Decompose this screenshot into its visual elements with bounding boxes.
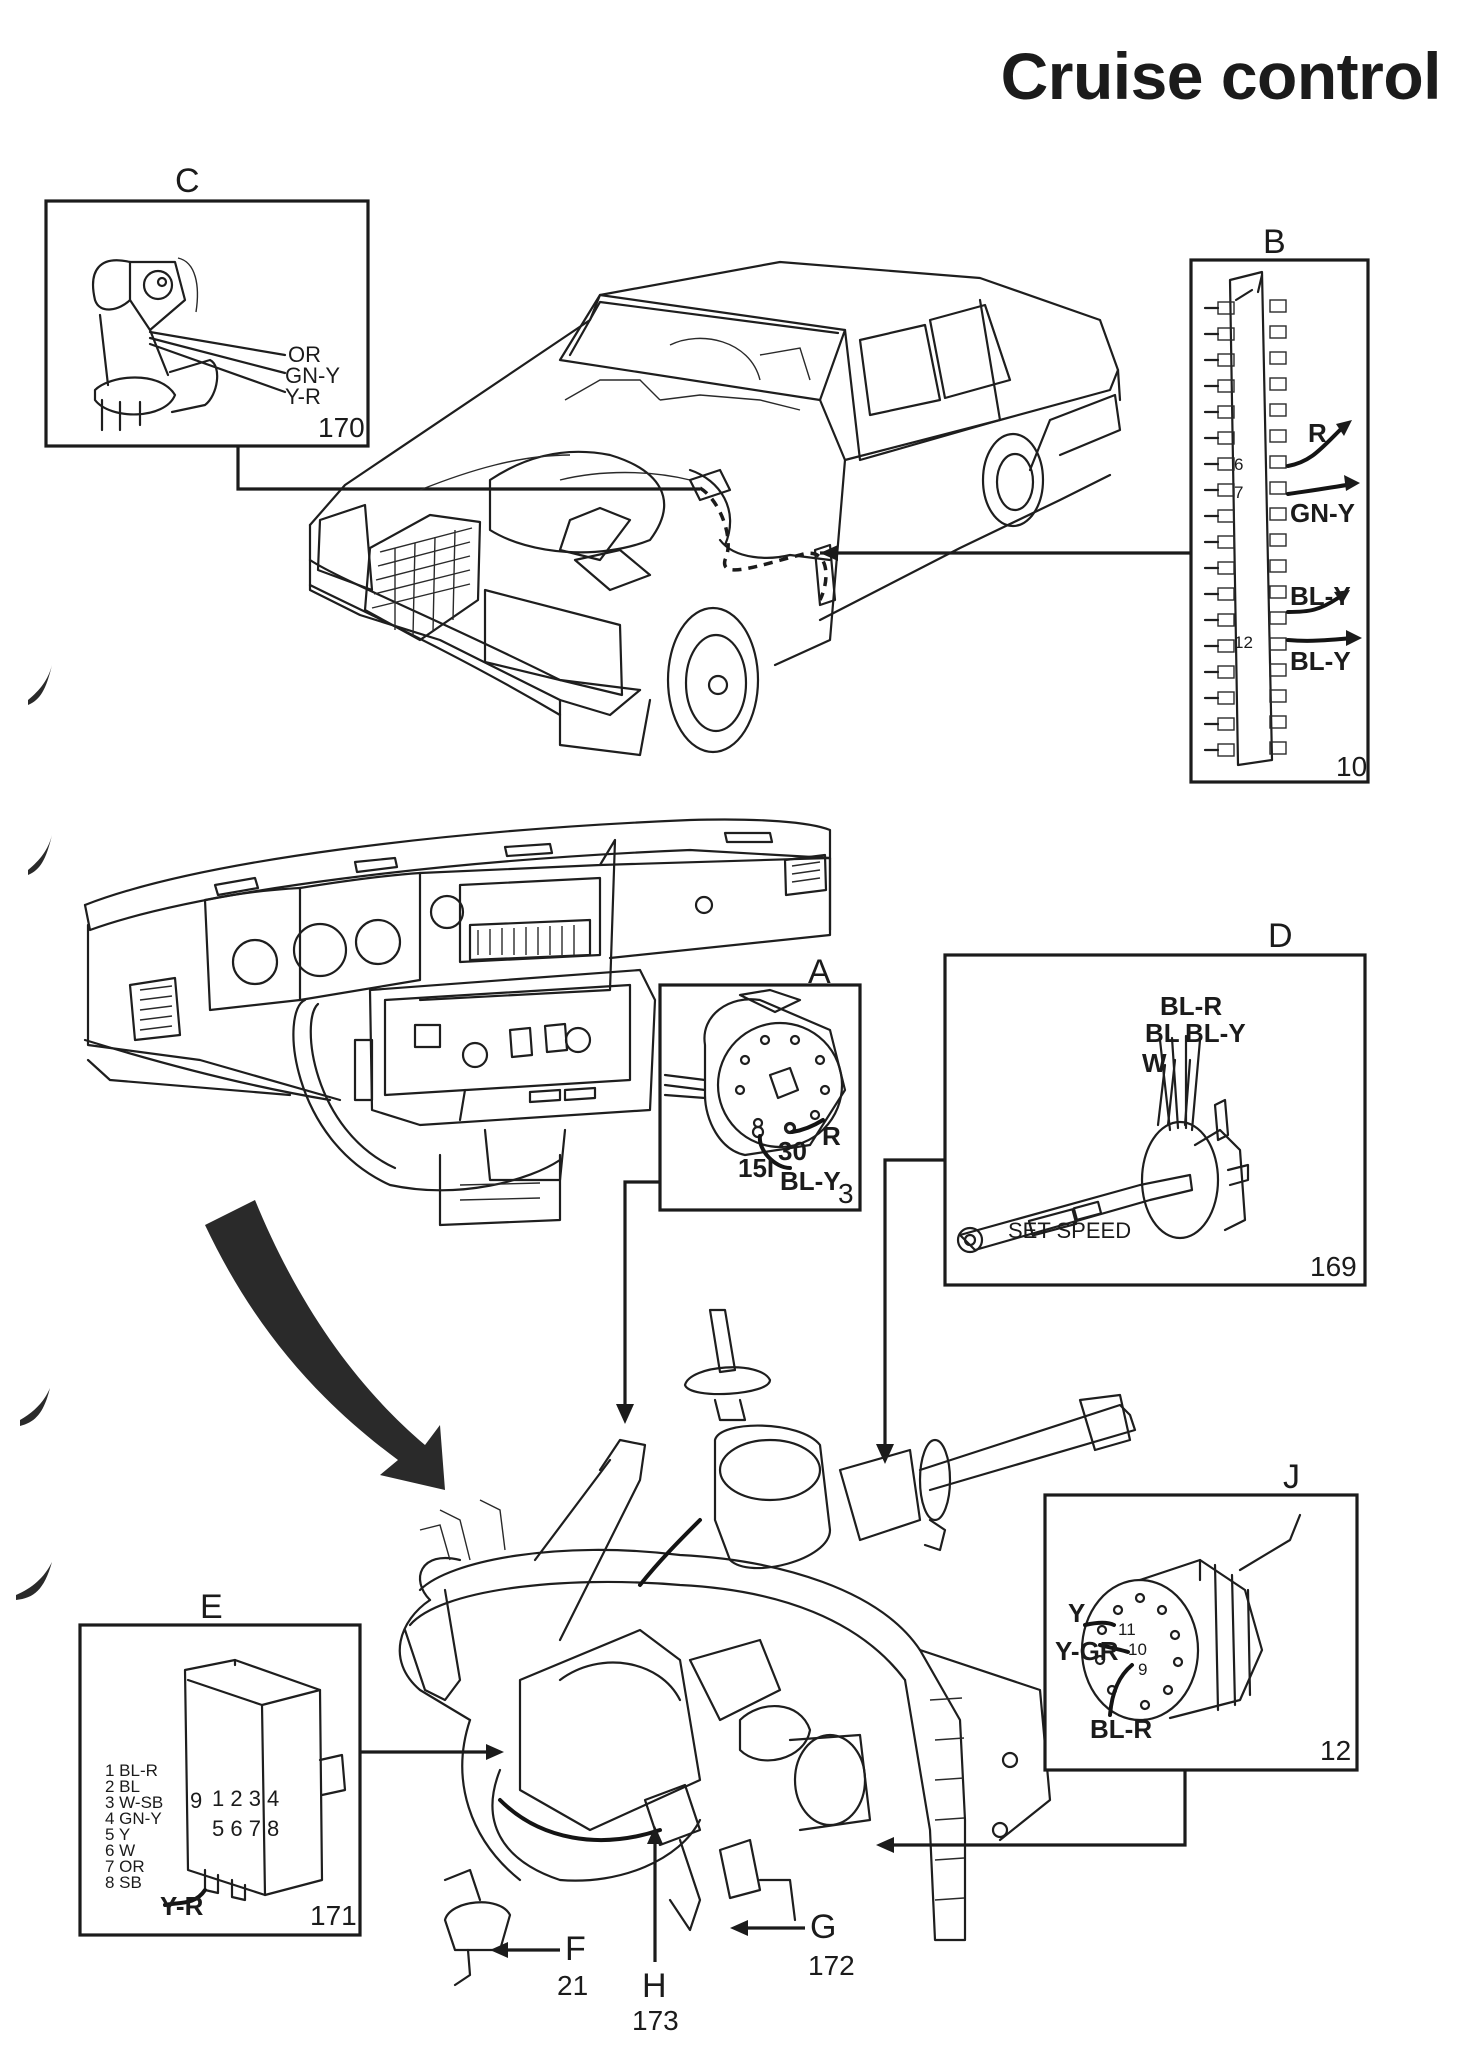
panel-a-pin-30: 30 <box>778 1136 807 1166</box>
panel-e-pin-6: 6 W <box>105 1841 135 1860</box>
panel-e-pin-row-top: 1 2 3 4 <box>212 1786 279 1811</box>
panel-j-pin-10: 10 <box>1128 1640 1147 1659</box>
connector-c-to-car <box>236 446 700 491</box>
panel-a-wire-r: R <box>822 1121 841 1151</box>
panel-b-fuse-strip <box>1203 270 1287 767</box>
panel-j-wire-y-gr: Y-GR <box>1055 1636 1119 1666</box>
panel-d-letter: D <box>1268 917 1293 955</box>
panel-b-wire-r: R <box>1308 418 1327 448</box>
panel-d-wire-w: W <box>1142 1048 1167 1078</box>
panel-b-wire-bl-y-2: BL-Y <box>1290 646 1351 676</box>
panel-j-wire-bl-r: BL-R <box>1090 1714 1152 1744</box>
panel-e-pin-8: 8 SB <box>105 1873 142 1892</box>
panel-e: E 1 BL-R 2 BL 3 W-SB 4 GN-Y 5 Y 6 W 7 OR… <box>78 1588 504 1937</box>
panel-j-pin-11: 11 <box>1118 1620 1136 1639</box>
panel-c-wire-y-r: Y-R <box>285 384 321 409</box>
panel-e-pin-1: 1 BL-R <box>105 1761 158 1780</box>
callout-h-letter: H <box>642 1967 667 2005</box>
panel-a-wire-bl-y: BL-Y <box>780 1166 841 1196</box>
big-arrow <box>205 1200 445 1490</box>
panel-b-pin-6: 6 <box>1234 455 1243 474</box>
panel-e-pin-7: 7 OR <box>105 1857 145 1876</box>
callout-f-letter: F <box>565 1930 586 1968</box>
panel-e-number: 171 <box>310 1900 357 1931</box>
panel-d: D SET SPEED BL-R BL BL-Y W 169 <box>943 917 1367 1287</box>
panel-j-connector <box>1080 1513 1302 1722</box>
panel-d-wire-bl: BL <box>1145 1018 1180 1048</box>
panel-c: C OR GN-Y Y-R 170 <box>44 162 370 448</box>
panel-e-control-unit <box>163 1658 347 1907</box>
steering-column-harness-illustration <box>398 1308 1137 1987</box>
panel-a-number: 3 <box>838 1178 854 1209</box>
panel-e-pin-row-bottom: 5 6 7 8 <box>212 1816 279 1841</box>
callout-g-letter: G <box>810 1908 836 1946</box>
panel-b-pin-12: 12 <box>1234 633 1253 652</box>
panel-c-wire-gn-y: GN-Y <box>285 363 340 388</box>
panel-j: J Y Y-GR BL-R 11 10 9 12 <box>876 1458 1359 1853</box>
panel-e-pin-nine: 9 <box>190 1788 202 1813</box>
car-illustration <box>308 260 1122 757</box>
panel-j-number: 12 <box>1320 1735 1351 1766</box>
panel-a-ignition-switch <box>663 988 847 1170</box>
panel-j-letter: J <box>1283 1458 1300 1496</box>
panel-b-wire-bl-y-1: BL-Y <box>1290 581 1351 611</box>
panel-c-switch-illustration <box>92 257 287 432</box>
panel-b-letter: B <box>1263 223 1286 261</box>
panel-d-wire-bl-r: BL-R <box>1160 991 1222 1021</box>
panel-e-letter: E <box>200 1588 223 1626</box>
callout-f-number: 21 <box>557 1970 588 2001</box>
panel-a: A R 15I 30 BL-Y 3 <box>658 953 862 1212</box>
panel-d-wire-bl-y: BL-Y <box>1185 1018 1246 1048</box>
callout-h: H 173 <box>632 1826 679 2036</box>
panel-d-stalk-switch <box>956 1034 1250 1254</box>
panel-j-wire-y: Y <box>1068 1598 1085 1628</box>
panel-d-set-speed-text: SET SPEED <box>1008 1218 1131 1243</box>
panel-b-pin-7: 7 <box>1234 483 1243 502</box>
dashboard-illustration <box>83 818 832 1227</box>
connector-a-to-harness <box>623 1180 660 1410</box>
panel-e-pin-5: 5 Y <box>105 1825 130 1844</box>
connector-j-to-harness <box>890 1770 1187 1847</box>
callout-g: G 172 <box>730 1908 855 1981</box>
page-title: Cruise control <box>1000 39 1442 113</box>
panel-c-wire-or: OR <box>288 342 321 367</box>
panel-e-pin-4: 4 GN-Y <box>105 1809 162 1828</box>
connector-d-to-harness <box>883 1158 945 1450</box>
binding-marks <box>16 665 52 1600</box>
panel-b: B <box>820 223 1370 784</box>
panel-c-letter: C <box>175 162 200 200</box>
panel-j-pin-9: 9 <box>1138 1660 1147 1679</box>
panel-d-number: 169 <box>1310 1251 1357 1282</box>
callout-g-number: 172 <box>808 1950 855 1981</box>
panel-e-pin-3: 3 W-SB <box>105 1793 163 1812</box>
panel-c-number: 170 <box>318 412 365 443</box>
callout-h-number: 173 <box>632 2005 679 2036</box>
panel-e-wire-y-r: Y-R <box>160 1891 204 1921</box>
callout-f: F 21 <box>490 1930 588 2001</box>
panel-a-letter: A <box>808 953 831 991</box>
panel-e-pin-2: 2 BL <box>105 1777 140 1796</box>
panel-b-wire-gn-y: GN-Y <box>1290 498 1355 528</box>
panel-b-number: 10 <box>1336 751 1367 782</box>
panel-a-pin-15i: 15I <box>738 1153 774 1183</box>
